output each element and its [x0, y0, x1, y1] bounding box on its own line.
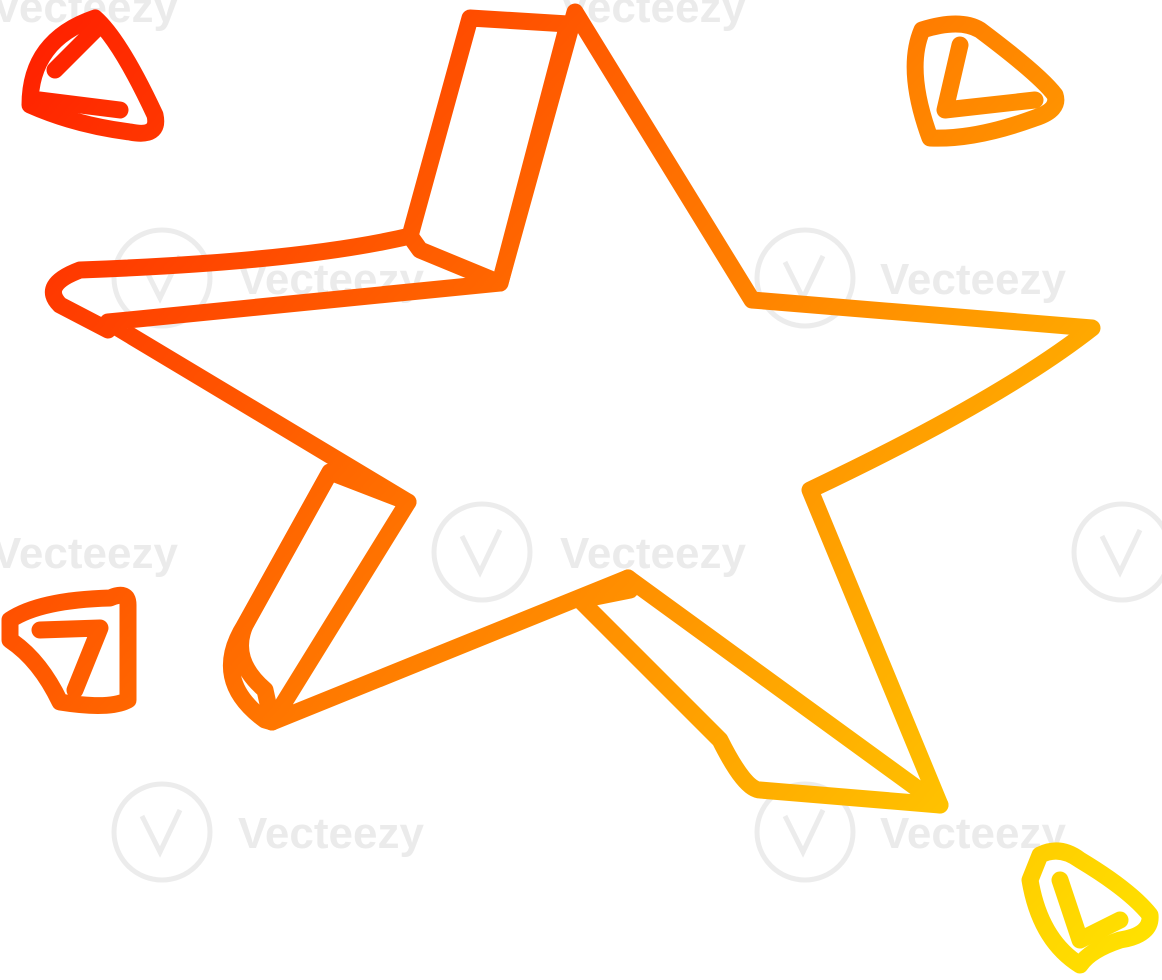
- watermark-layer: Vecteezy Vecteezy Vecteezy Vecteezy Vect…: [0, 0, 1162, 883]
- watermark-logo-icon: [431, 501, 533, 603]
- sparkle-shard-icon: [906, 15, 1065, 147]
- watermark-text: Vecteezy: [880, 255, 1066, 304]
- sparkle-shard-icon: [21, 9, 165, 142]
- watermark-logo-icon: [1071, 501, 1162, 603]
- watermark-text: Vecteezy: [560, 529, 746, 578]
- sparkle-shard-icon: [1021, 842, 1159, 974]
- watermark-logo-icon: [111, 781, 213, 883]
- star-icon: [44, 3, 1101, 814]
- sparkle-shard-icon: [1, 586, 137, 715]
- watermark-text: Vecteezy: [0, 529, 178, 578]
- watermark-logo-icon: [754, 781, 856, 883]
- watermark-text: Vecteezy: [238, 809, 424, 858]
